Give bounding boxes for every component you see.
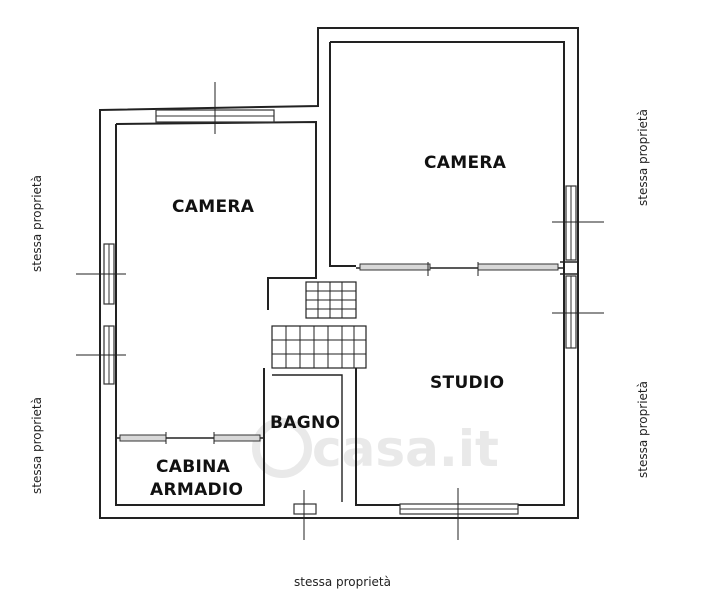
window-bottom-bagno <box>293 503 317 515</box>
bagno-wall <box>263 368 357 505</box>
boundary-label-bottom: stessa proprietà <box>294 575 391 589</box>
door-studio <box>477 263 559 271</box>
stairs-lower <box>271 325 367 369</box>
room-label-bagno: BAGNO <box>270 413 340 433</box>
door-cabina-2 <box>213 434 261 442</box>
door-camera-right <box>359 263 431 271</box>
boundary-label-right-top: stessa proprietà <box>636 109 650 206</box>
boundary-label-right-bottom: stessa proprietà <box>636 381 650 478</box>
watermark: casa.it <box>252 418 499 478</box>
room-label-studio: STUDIO <box>430 373 504 393</box>
room-label-cabina: CABINA <box>156 457 231 477</box>
stairs <box>271 281 367 369</box>
camera-left-inner-wall <box>115 120 317 310</box>
camera-left-inner-wall-2 <box>115 124 265 506</box>
boundary-label-left-bottom: stessa proprietà <box>30 397 44 494</box>
outer-wall-outer-line <box>99 27 579 519</box>
boundary-label-left-top: stessa proprietà <box>30 175 44 272</box>
room-label-camera-left: CAMERA <box>172 197 255 217</box>
watermark-text: casa.it <box>312 420 499 478</box>
outer-walls <box>99 27 579 519</box>
room-label-camera-right: CAMERA <box>424 153 507 173</box>
windows <box>76 82 604 540</box>
watermark-logo-icon <box>252 418 312 478</box>
room-label-armadio: ARMADIO <box>150 480 243 500</box>
sliding-doors <box>119 262 559 444</box>
room-labels: CAMERA CAMERA STUDIO BAGNO CABINA ARMADI… <box>150 153 507 500</box>
door-cabina-1 <box>119 434 167 442</box>
camera-right-inner-wall-2 <box>329 42 356 267</box>
boundary-labels: stessa proprietà stessa proprietà stessa… <box>30 109 650 589</box>
